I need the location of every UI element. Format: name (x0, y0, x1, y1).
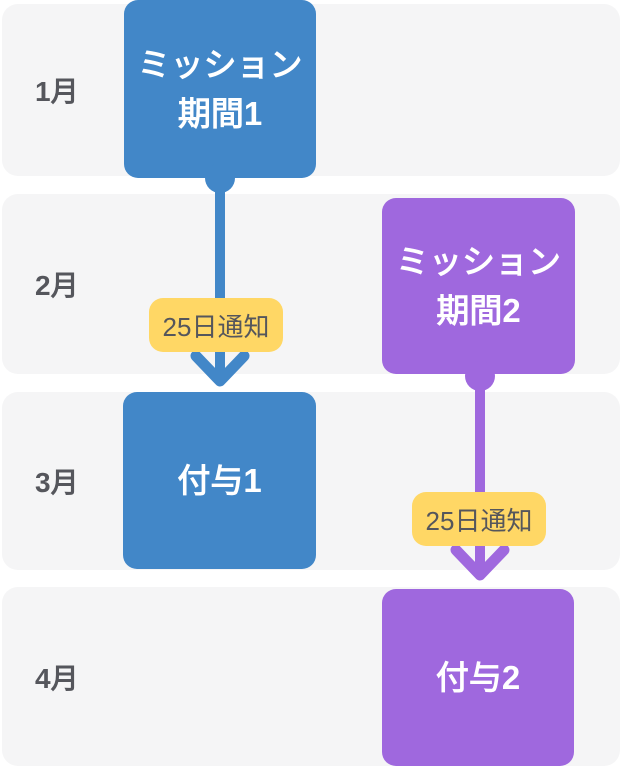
notify-badge-1-label: 25日通知 (162, 311, 270, 342)
mission-period-1-line2: 期間1 (177, 95, 263, 132)
month-label-january: 1月 (35, 76, 79, 107)
mission-period-2-line1: ミッション (396, 243, 561, 280)
notify-badge-2-label: 25日通知 (425, 505, 533, 536)
month-label-march: 3月 (35, 467, 79, 498)
month-label-february: 2月 (35, 270, 79, 301)
grant-2-box: 付与2 (382, 589, 574, 766)
month-label-april: 4月 (35, 662, 79, 694)
mission-period-2-box: ミッション 期間2 (382, 198, 575, 374)
mission-period-2-line2: 期間2 (436, 292, 521, 329)
grant-1-label: 付与1 (177, 462, 262, 499)
mission-period-1-line1: ミッション (137, 46, 303, 83)
notify-badge-1: 25日通知 (149, 298, 283, 352)
grant-2-label: 付与2 (435, 659, 521, 696)
mission-period-1-box: ミッション 期間1 (124, 0, 316, 178)
notify-badge-2: 25日通知 (412, 492, 546, 546)
grant-1-box: 付与1 (123, 392, 316, 569)
